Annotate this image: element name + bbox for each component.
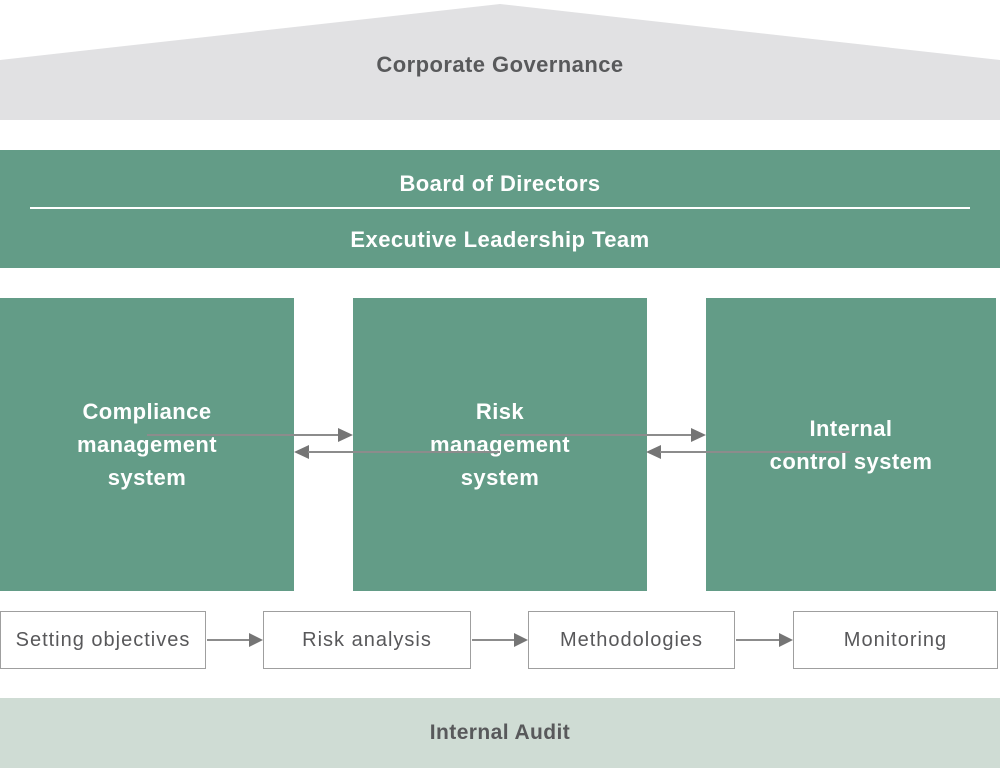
arrow-left-icon: [646, 445, 661, 459]
step-methodologies-box: Methodologies: [528, 611, 735, 669]
label-line: Internal: [809, 415, 893, 441]
label-line: system: [460, 465, 540, 490]
internal-control-system-box: Internal control system: [706, 298, 996, 591]
risk-management-system-label: Risk management system: [430, 395, 570, 494]
step-setting-objectives-box: Setting objectives: [0, 611, 206, 669]
step-arrow-line: [472, 639, 515, 641]
internal-control-system-label: Internal control system: [770, 412, 933, 478]
step-methodologies-label: Methodologies: [559, 628, 704, 651]
internal-audit-band: Internal Audit: [0, 698, 1000, 768]
corporate-governance-title: Corporate Governance: [376, 52, 624, 77]
arrow-left-line: [308, 451, 500, 453]
step-risk-analysis-label: Risk analysis: [302, 628, 432, 651]
arrow-right-icon: [691, 428, 706, 442]
step-arrow-line: [207, 639, 251, 641]
internal-audit-label: Internal Audit: [429, 721, 571, 744]
label-line: Compliance: [82, 399, 212, 424]
label-line: system: [107, 465, 187, 490]
label-line: control system: [769, 448, 933, 474]
arrow-right-line: [500, 434, 691, 436]
label-line: management: [76, 432, 218, 457]
step-setting-objectives-label: Setting objectives: [15, 628, 191, 651]
label-line: Risk: [475, 399, 525, 424]
arrow-left-icon: [294, 445, 309, 459]
step-monitoring-box: Monitoring: [793, 611, 998, 669]
label-line: management: [429, 432, 571, 457]
arrow-right-line: [147, 434, 339, 436]
compliance-management-system-label: Compliance management system: [77, 395, 217, 494]
arrow-right-icon: [249, 633, 263, 647]
step-risk-analysis-box: Risk analysis: [263, 611, 471, 669]
arrow-right-icon: [338, 428, 353, 442]
executive-leadership-team-label: Executive Leadership Team: [350, 227, 650, 252]
arrow-right-icon: [514, 633, 528, 647]
arrow-left-line: [660, 451, 850, 453]
step-arrow-line: [736, 639, 780, 641]
arrow-right-icon: [779, 633, 793, 647]
banner-divider: [30, 207, 970, 209]
corporate-governance-roof: Corporate Governance: [0, 4, 1000, 120]
compliance-management-system-box: Compliance management system: [0, 298, 294, 591]
step-monitoring-label: Monitoring: [843, 628, 948, 651]
risk-management-system-box: Risk management system: [353, 298, 647, 591]
board-of-directors-label: Board of Directors: [399, 171, 601, 196]
board-executive-banner: Board of Directors Executive Leadership …: [0, 150, 1000, 268]
